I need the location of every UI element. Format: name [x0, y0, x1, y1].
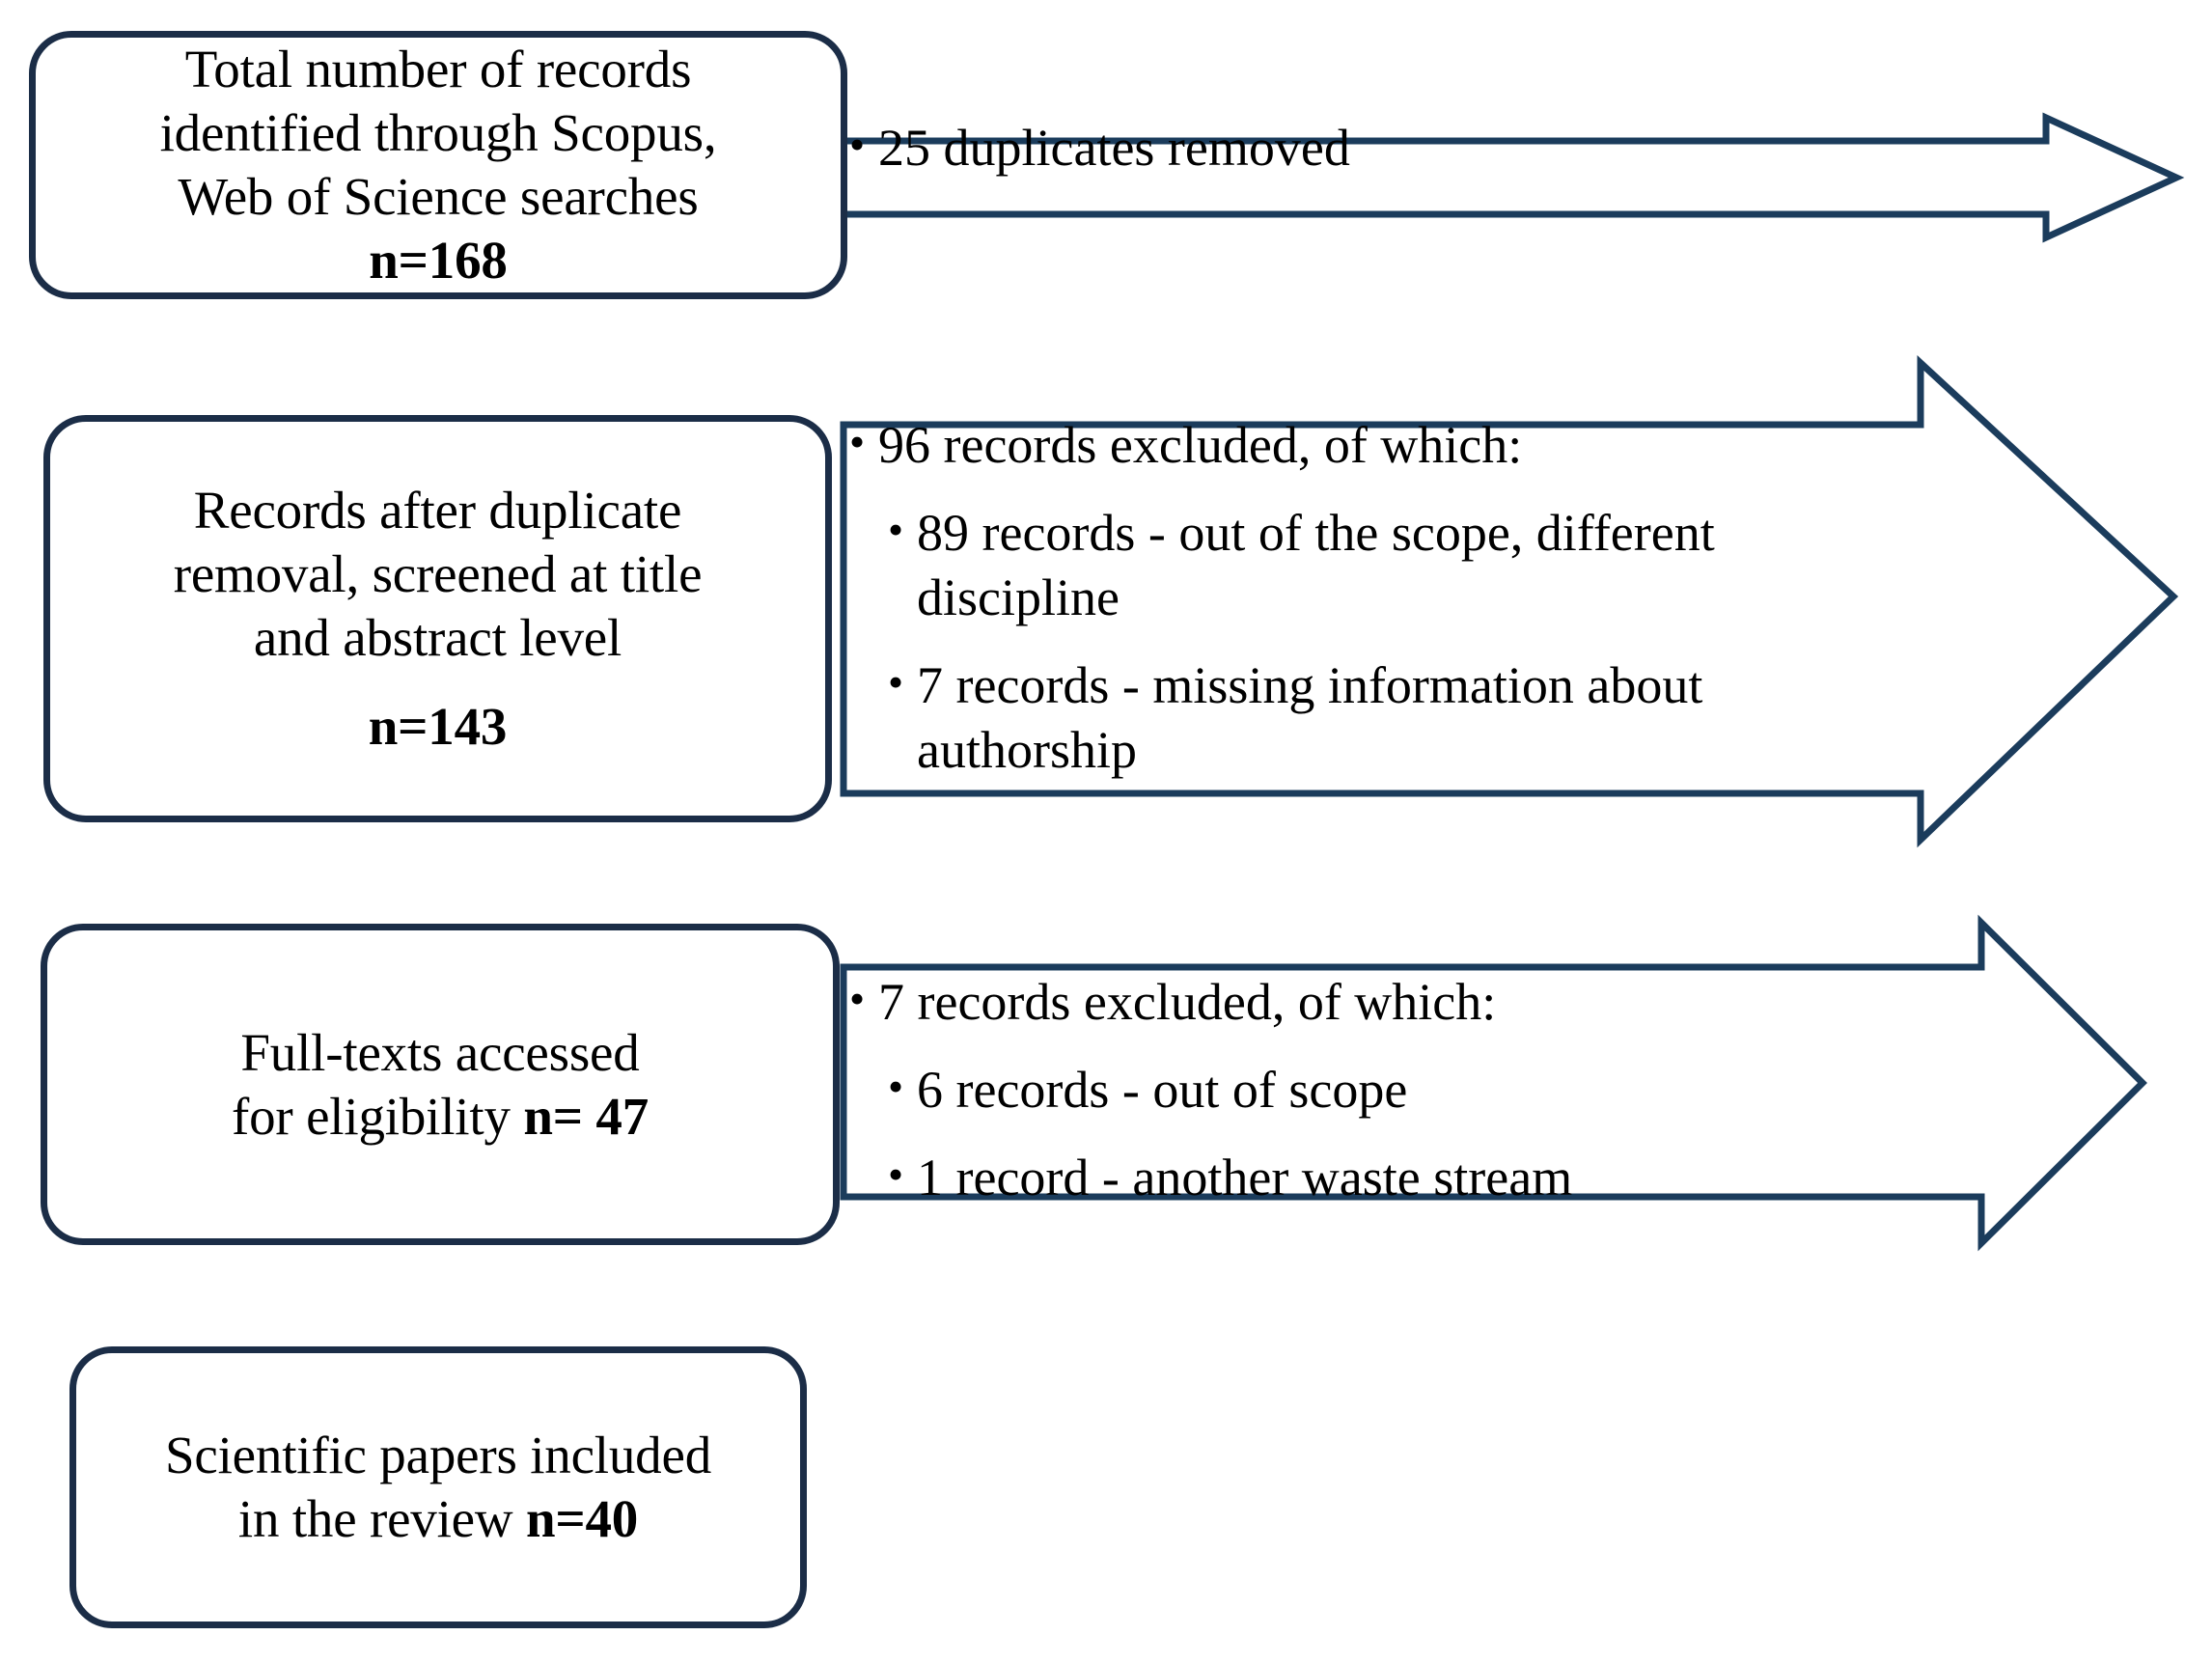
- bullet-row: • 6 records - out of scope: [849, 1058, 2065, 1123]
- bullet-icon: •: [888, 1061, 904, 1111]
- stage-line: identified through Scopus,: [159, 103, 717, 162]
- bullet-icon: •: [888, 656, 904, 707]
- stage-count: n=40: [525, 1489, 639, 1548]
- stage-line: removal, screened at title: [173, 544, 703, 603]
- bullet-row: • 25 duplicates removed: [849, 116, 2133, 180]
- bullet-label: 89 records - out of the scope, different…: [917, 503, 1715, 626]
- exclusion-text-title-abstract: • 96 records excluded, of which: • 89 re…: [849, 413, 2065, 785]
- stage-line: and abstract level: [253, 608, 622, 667]
- spacer: [849, 1124, 2065, 1146]
- bullet-row: • 7 records - missing information about …: [849, 653, 2065, 783]
- bullet-label: 7 records excluded, of which:: [878, 973, 1497, 1031]
- bullet-icon: •: [849, 120, 866, 169]
- bullet-label: 25 duplicates removed: [878, 119, 1350, 177]
- stage-line-with-count: for eligibility n= 47: [232, 1085, 649, 1149]
- stage-line: Scientific papers included: [165, 1426, 711, 1484]
- stage-line: Records after duplicate: [193, 481, 682, 540]
- stage-line: Total number of records: [184, 40, 692, 98]
- bullet-row: • 96 records excluded, of which:: [849, 413, 2065, 478]
- stage-line-text: in the review: [237, 1489, 513, 1548]
- stage-count: n= 47: [523, 1086, 649, 1146]
- stage-box-screening: Records after duplicate removal, screene…: [43, 415, 832, 822]
- bullet-row: • 89 records - out of the scope, differe…: [849, 501, 2065, 630]
- exclusion-arrow-duplicates: [840, 112, 2185, 243]
- stage-box-identification: Total number of records identified throu…: [29, 31, 847, 299]
- bullet-row: • 7 records excluded, of which:: [849, 970, 2065, 1035]
- stage-line: Web of Science searches: [178, 167, 699, 226]
- exclusion-arrow-title-abstract: [840, 355, 2179, 848]
- bullet-label: 6 records - out of scope: [917, 1060, 1408, 1119]
- stage-line-with-count: in the review n=40: [238, 1487, 638, 1551]
- stage-count: n=143: [368, 697, 508, 756]
- stage-line-text: for eligibility: [231, 1086, 511, 1146]
- stage-line: Full-texts accessed: [240, 1022, 640, 1082]
- exclusion-text-fulltext: • 7 records excluded, of which: • 6 reco…: [849, 970, 2065, 1212]
- bullet-label: 7 records - missing information about au…: [917, 655, 1703, 779]
- bullet-label: 1 record - another waste stream: [917, 1148, 1573, 1206]
- stage-box-included: Scientific papers included in the review…: [69, 1346, 807, 1628]
- bullet-row: • 1 record - another waste stream: [849, 1146, 2065, 1210]
- bullet-icon: •: [888, 504, 904, 554]
- spacer: [849, 1037, 2065, 1058]
- bullet-icon: •: [849, 974, 866, 1023]
- stage-box-eligibility: Full-texts accessed for eligibility n= 4…: [41, 924, 840, 1245]
- bullet-label: 96 records excluded, of which:: [878, 416, 1523, 474]
- exclusion-arrow-fulltext: [840, 914, 2147, 1252]
- spacer: [849, 632, 2065, 653]
- bullet-icon: •: [888, 1149, 904, 1199]
- exclusion-text-duplicates: • 25 duplicates removed: [849, 116, 2133, 182]
- stage-count: n=168: [369, 231, 508, 290]
- bullet-icon: •: [849, 417, 866, 466]
- spacer: [849, 480, 2065, 501]
